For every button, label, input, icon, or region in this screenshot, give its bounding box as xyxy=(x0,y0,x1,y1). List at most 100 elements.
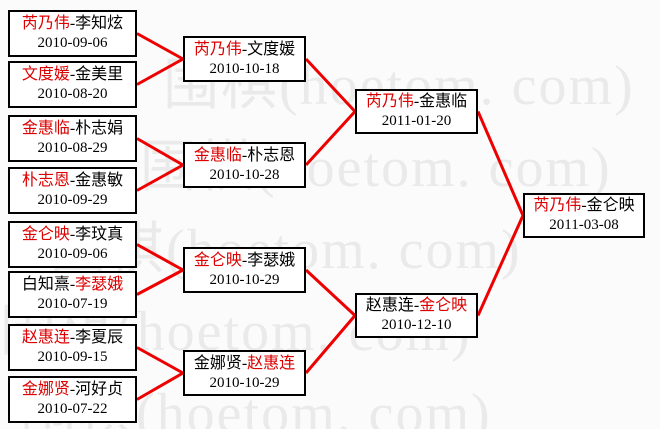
player-name: 金娜贤 xyxy=(193,354,242,372)
match-date: 2010-07-19 xyxy=(37,296,108,313)
name-separator: - xyxy=(69,66,76,84)
player-name: 文度媛 xyxy=(21,66,70,84)
match-players: 金惠临-朴志娟 xyxy=(10,119,135,139)
player-name: 金惠临 xyxy=(21,120,70,138)
player-name: 朴志恩 xyxy=(247,146,296,164)
match-box-semifinal-2: 赵惠连-金仑映 2010-12-10 xyxy=(355,293,478,338)
player-name: 金惠临 xyxy=(193,146,242,164)
connector-line xyxy=(476,110,525,217)
connector-line xyxy=(136,268,184,296)
match-date: 2010-09-06 xyxy=(37,35,108,52)
match-box-round1-8: 金娜贤-河好贞 2010-07-22 xyxy=(8,376,137,423)
name-separator: - xyxy=(241,354,248,372)
player-name: 文度媛 xyxy=(247,40,296,58)
match-players: 文度媛-金美里 xyxy=(10,65,135,85)
connector-line xyxy=(304,57,357,113)
connector-line xyxy=(476,214,525,317)
match-players: 赵惠连-李夏辰 xyxy=(10,328,135,348)
connector-line xyxy=(304,268,357,317)
match-date: 2010-08-20 xyxy=(37,86,108,103)
name-separator: - xyxy=(69,329,76,347)
player-name: 李玟真 xyxy=(75,226,124,244)
name-separator: - xyxy=(581,197,587,215)
name-separator: - xyxy=(69,381,76,399)
player-name: 芮乃伟 xyxy=(365,93,414,111)
player-name: 赵惠连 xyxy=(365,297,414,315)
player-name: 金仑映 xyxy=(21,226,70,244)
player-name: 芮乃伟 xyxy=(21,15,70,33)
name-separator: - xyxy=(69,226,76,244)
match-box-round2-4: 金娜贤-赵惠连 2010-10-29 xyxy=(183,350,306,396)
player-name: 朴志娟 xyxy=(75,120,124,138)
connector-line xyxy=(136,243,184,272)
player-name: 金仑映 xyxy=(419,297,468,315)
match-date: 2010-09-06 xyxy=(37,246,108,263)
match-players: 赵惠连-金仑映 xyxy=(357,296,476,316)
connector-line xyxy=(136,57,184,86)
match-box-final: 芮乃伟-金仑映 2011-03-08 xyxy=(523,193,645,238)
player-name: 朴志恩 xyxy=(21,172,70,190)
connector-line xyxy=(136,32,184,61)
player-name: 金惠敏 xyxy=(75,172,124,190)
match-players: 金娜贤-赵惠连 xyxy=(185,354,304,374)
match-date: 2010-10-18 xyxy=(209,60,280,77)
match-box-round1-7: 赵惠连-李夏辰 2010-09-15 xyxy=(8,324,137,371)
name-separator: - xyxy=(241,251,248,269)
player-name: 赵惠连 xyxy=(247,354,296,372)
player-name: 金仑映 xyxy=(193,251,242,269)
match-date: 2010-09-15 xyxy=(37,349,108,366)
player-name: 赵惠连 xyxy=(21,329,70,347)
player-name: 白知熹 xyxy=(21,276,70,294)
name-separator: - xyxy=(413,297,420,315)
player-name: 河好贞 xyxy=(75,381,124,399)
match-box-round1-5: 金仑映-李玟真 2010-09-06 xyxy=(8,221,137,268)
match-date: 2010-12-10 xyxy=(381,317,452,334)
connector-line xyxy=(136,371,184,401)
player-name: 金惠临 xyxy=(419,93,468,111)
player-name: 李瑟娥 xyxy=(75,276,124,294)
player-name: 金娜贤 xyxy=(21,381,70,399)
name-separator: - xyxy=(413,93,420,111)
connector-line xyxy=(136,346,184,375)
connector-line xyxy=(136,163,184,192)
player-name: 李瑟娥 xyxy=(247,251,296,269)
match-box-round1-2: 文度媛-金美里 2010-08-20 xyxy=(8,61,137,108)
match-players: 金仑映-李玟真 xyxy=(10,225,135,245)
match-box-round2-3: 金仑映-李瑟娥 2010-10-29 xyxy=(183,247,306,293)
match-box-round2-2: 金惠临-朴志恩 2010-10-28 xyxy=(183,142,306,188)
player-name: 金仑映 xyxy=(586,197,635,215)
match-box-round2-1: 芮乃伟-文度媛 2010-10-18 xyxy=(183,36,306,82)
match-players: 金娜贤-河好贞 xyxy=(10,380,135,400)
connector-line xyxy=(304,314,357,374)
match-date: 2010-10-29 xyxy=(209,271,280,288)
player-name: 李知炫 xyxy=(75,15,124,33)
match-players: 金仑映-李瑟娥 xyxy=(185,251,304,271)
connector-line xyxy=(136,137,184,167)
match-box-round1-3: 金惠临-朴志娟 2010-08-29 xyxy=(8,115,137,162)
name-separator: - xyxy=(69,15,76,33)
player-name: 金美里 xyxy=(75,66,124,84)
name-separator: - xyxy=(241,40,248,58)
match-box-semifinal-1: 芮乃伟-金惠临 2011-01-20 xyxy=(355,89,478,134)
match-date: 2010-08-29 xyxy=(37,140,108,157)
name-separator: - xyxy=(241,146,248,164)
name-separator: - xyxy=(69,120,76,138)
match-box-round1-6: 白知熹-李瑟娥 2010-07-19 xyxy=(8,271,137,318)
match-players: 金惠临-朴志恩 xyxy=(185,146,304,166)
player-name: 芮乃伟 xyxy=(533,197,582,215)
match-players: 芮乃伟-金惠临 xyxy=(357,92,476,112)
player-name: 李夏辰 xyxy=(75,329,124,347)
player-name: 芮乃伟 xyxy=(193,40,242,58)
match-players: 白知熹-李瑟娥 xyxy=(10,275,135,295)
match-date: 2010-09-29 xyxy=(37,192,108,209)
match-date: 2011-01-20 xyxy=(381,113,452,130)
match-players: 芮乃伟-金仑映 xyxy=(525,196,643,216)
match-players: 芮乃伟-李知炫 xyxy=(10,14,135,34)
match-date: 2010-10-29 xyxy=(209,374,280,391)
match-date: 2011-03-08 xyxy=(549,217,619,234)
connector-line xyxy=(304,110,357,167)
match-box-round1-1: 芮乃伟-李知炫 2010-09-06 xyxy=(8,10,137,57)
name-separator: - xyxy=(69,172,76,190)
